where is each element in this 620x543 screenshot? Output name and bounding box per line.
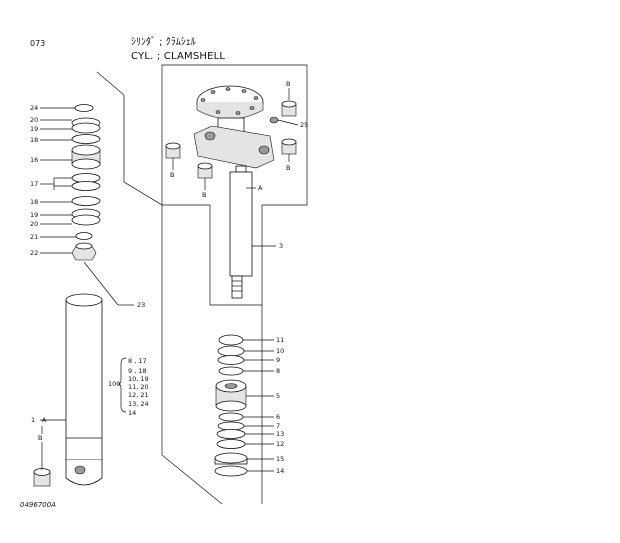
callout-20b: 20 (30, 220, 38, 228)
kit-item-2: 9 , 18 (128, 367, 147, 375)
left-callout-labels: 24 20 19 18 16 17 18 19 20 21 22 23 1 A … (30, 104, 145, 442)
callout-b-bottom: B (202, 191, 206, 199)
callout-8: 8 (276, 367, 280, 375)
callout-16: 16 (30, 156, 38, 164)
part-25-fitting (269, 116, 279, 124)
callout-21: 21 (30, 233, 38, 241)
part-7-ring (217, 421, 245, 431)
callout-9: 9 (276, 356, 280, 364)
rod-collar (235, 165, 247, 173)
callout-14: 14 (276, 467, 284, 475)
part-12-ring (216, 439, 246, 449)
kit-item-4: 11, 20 (128, 383, 149, 391)
tube-body (65, 299, 103, 461)
title-english: CYL. ; CLAMSHELL (131, 51, 226, 62)
kit-item-1: 8 , 17 (128, 357, 147, 365)
part-16-bottom (71, 158, 101, 170)
callout-17: 17 (30, 180, 38, 188)
callout-b-right: B (286, 164, 290, 172)
bushings (165, 100, 297, 179)
drawing-number: 0496700A (20, 501, 56, 509)
part-9-ring (217, 355, 245, 365)
part-16-top (71, 144, 101, 156)
right-callout-labels: B B 25 B B A 3 11 10 9 8 5 6 7 13 12 15 … (170, 80, 308, 475)
callout-7: 7 (276, 422, 280, 430)
cylinder-tube (33, 293, 103, 487)
group-outline (96, 71, 223, 505)
callout-12: 12 (276, 440, 284, 448)
callout-6: 6 (276, 413, 280, 421)
part-10-ring (217, 345, 245, 357)
right-seal-stack (214, 334, 248, 477)
tube-top (65, 293, 103, 307)
callout-18: 18 (30, 136, 38, 144)
kit-brace (117, 357, 127, 413)
callout-10: 10 (276, 347, 284, 355)
part-5-bottom (215, 400, 247, 412)
callout-19: 19 (30, 125, 38, 133)
part-18b-ring (71, 196, 101, 206)
kit-number: 100 (108, 380, 120, 388)
part-21-ring (75, 232, 93, 240)
kit-list: 100 8 , 17 9 , 18 10, 19 11, 20 12, 21 1… (108, 357, 149, 417)
left-seal-stack (71, 104, 101, 261)
part-17-ring-b (71, 181, 101, 191)
callout-b-left: B (38, 434, 42, 442)
callout-3: 3 (279, 242, 283, 250)
piston-rod (229, 171, 253, 277)
part-14-ring (214, 465, 248, 477)
rod-head-assembly (193, 85, 275, 299)
head-flange-side (196, 102, 264, 120)
part-8-ring (218, 366, 244, 376)
callout-19b: 19 (30, 211, 38, 219)
kit-item-5: 12, 21 (128, 391, 149, 399)
callout-23: 23 (137, 301, 145, 309)
callout-15: 15 (276, 455, 284, 463)
callout-24: 24 (30, 104, 38, 112)
crossbar-hole-left (204, 131, 216, 141)
tube-eye-hole (74, 465, 86, 475)
page-code: 073 (30, 39, 46, 48)
callout-11: 11 (276, 336, 284, 344)
left-callout-lines (40, 107, 134, 470)
callout-a-right: A (258, 184, 263, 192)
callout-20: 20 (30, 116, 38, 124)
kit-item-3: 10, 19 (128, 375, 149, 383)
callout-25: 25 (300, 121, 308, 129)
part-11-ring (218, 334, 244, 346)
part-24-ring (74, 104, 94, 112)
part-18-ring (71, 134, 101, 144)
kit-item-7: 14 (128, 409, 136, 417)
part-20b-ring (71, 214, 101, 226)
part-15-ring (214, 452, 248, 464)
rod-thread (231, 275, 243, 299)
callout-1: 1 (31, 416, 35, 424)
part-19-ring (71, 122, 101, 134)
callout-a-left: A (42, 416, 47, 424)
kit-item-6: 13, 24 (128, 400, 149, 408)
callout-b-left2: B (170, 171, 174, 179)
callout-22: 22 (30, 249, 38, 257)
part-13-ring (216, 429, 246, 439)
crossbar-hole-right (258, 145, 270, 155)
callout-18b: 18 (30, 198, 38, 206)
callout-5: 5 (276, 392, 280, 400)
callout-13: 13 (276, 430, 284, 438)
callout-b-top: B (286, 80, 290, 88)
title-japanese: ｼﾘﾝﾀﾞ ; ｸﾗﾑｼｪﾙ (131, 37, 196, 48)
right-callout-lines (172, 88, 299, 472)
part-6-ring (218, 412, 244, 422)
part-22-nut-top (75, 242, 93, 250)
